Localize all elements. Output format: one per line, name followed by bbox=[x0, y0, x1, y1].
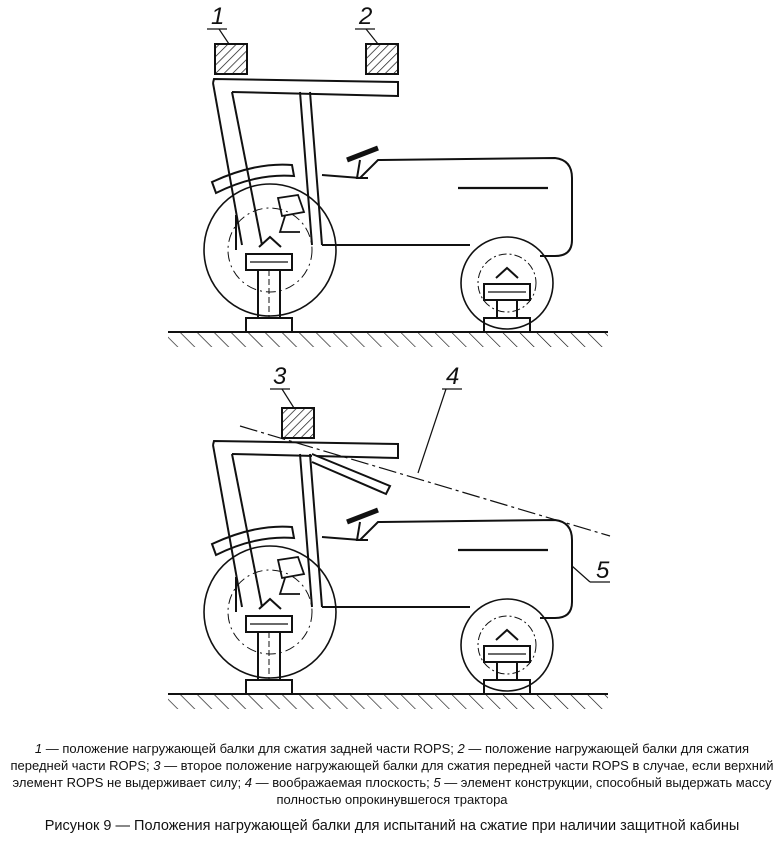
legend-num-4: 4 bbox=[244, 775, 252, 790]
load-beam-2 bbox=[366, 44, 398, 74]
label-5: 5 bbox=[596, 557, 610, 584]
legend-text-3: — второе положение нагружающей балки для… bbox=[12, 758, 774, 790]
load-beam-1 bbox=[215, 44, 247, 74]
tractor-diagram: 1 2 3 4 5 bbox=[0, 3, 784, 720]
label-3: 3 bbox=[273, 363, 287, 390]
label-1: 1 bbox=[211, 3, 224, 30]
legend-text-2: — положение нагружающей балки для сжатия… bbox=[10, 741, 750, 773]
tractor-bottom bbox=[168, 441, 608, 709]
figure-caption: Рисунок 9 — Положения нагружающей балки … bbox=[44, 818, 740, 834]
legend: 1 — положение нагружающей балки для сжат… bbox=[10, 740, 774, 808]
legend-num-1: 1 bbox=[34, 741, 43, 756]
load-beam-3 bbox=[282, 408, 314, 438]
legend-text-1: — положение нагружающей балки для сжатия… bbox=[42, 741, 458, 756]
label-2: 2 bbox=[358, 3, 372, 30]
legend-text-5: — элемент конструкции, способный выдержа… bbox=[276, 775, 772, 807]
legend-text-4: — воображаемая плоскость; bbox=[252, 775, 434, 790]
imaginary-plane-line bbox=[240, 426, 610, 536]
legend-num-5: 5 bbox=[433, 775, 441, 790]
legend-num-3: 3 bbox=[153, 758, 161, 773]
legend-num-2: 2 bbox=[457, 741, 465, 756]
tractor-top bbox=[168, 79, 608, 347]
label-4: 4 bbox=[446, 363, 459, 390]
